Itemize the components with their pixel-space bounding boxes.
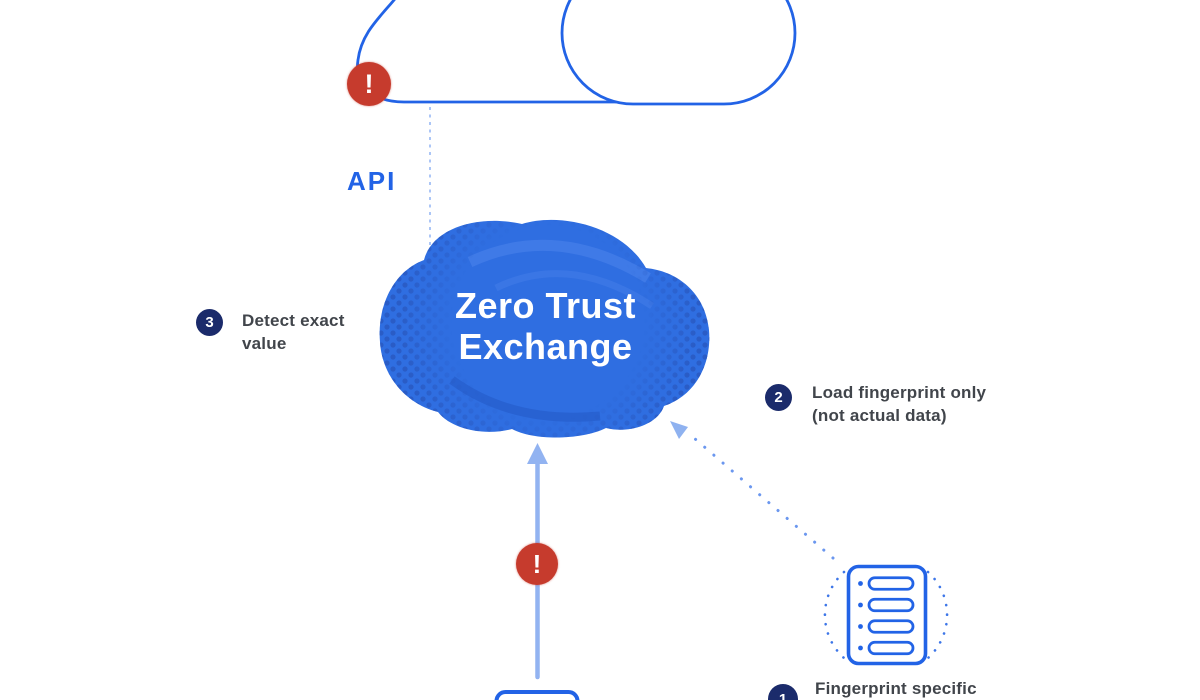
upload-arrowhead-icon: [527, 443, 548, 464]
alert-exclamation: !: [364, 68, 374, 99]
step-1-badge: 1: [768, 684, 798, 700]
zero-trust-exchange-title-line2: Exchange: [458, 326, 633, 367]
step-3-label: Detect exact value: [242, 310, 345, 355]
alert-icon: !: [347, 62, 391, 106]
cloud-dot-texture: [379, 219, 710, 438]
step-3-line1: Detect exact: [242, 311, 345, 330]
fingerprint-arrowhead-icon: [670, 421, 688, 439]
zero-trust-exchange-title-line1: Zero Trust: [454, 285, 637, 326]
right-dotted-bracket-icon: [926, 570, 949, 660]
api-label: API: [347, 166, 397, 196]
document-fingerprint-icon: [823, 564, 949, 666]
step-1-number: 1: [778, 690, 788, 700]
step-2-line2: (not actual data): [812, 405, 947, 425]
fingerprint-dotted-line: [692, 436, 835, 560]
step-3-line2: value: [242, 333, 287, 353]
internet-cloud-outline: [560, 0, 797, 106]
step-1-line1: Fingerprint specific: [815, 679, 977, 698]
step-2-number: 2: [774, 389, 783, 406]
step-2-label: Load fingerprint only (not actual data): [812, 382, 986, 427]
step-1-label: Fingerprint specific: [815, 678, 977, 700]
step-2-badge: 2: [765, 384, 792, 411]
step-3-badge: 3: [196, 309, 223, 336]
step-2-line1: Load fingerprint only: [812, 383, 987, 402]
alert-icon: !: [516, 543, 558, 585]
alert-exclamation: !: [532, 548, 542, 579]
zero-trust-exchange-title: Zero Trust Exchange: [393, 285, 698, 367]
left-dotted-bracket-icon: [823, 570, 846, 660]
device-icon: [494, 690, 580, 700]
step-3-number: 3: [205, 314, 214, 331]
